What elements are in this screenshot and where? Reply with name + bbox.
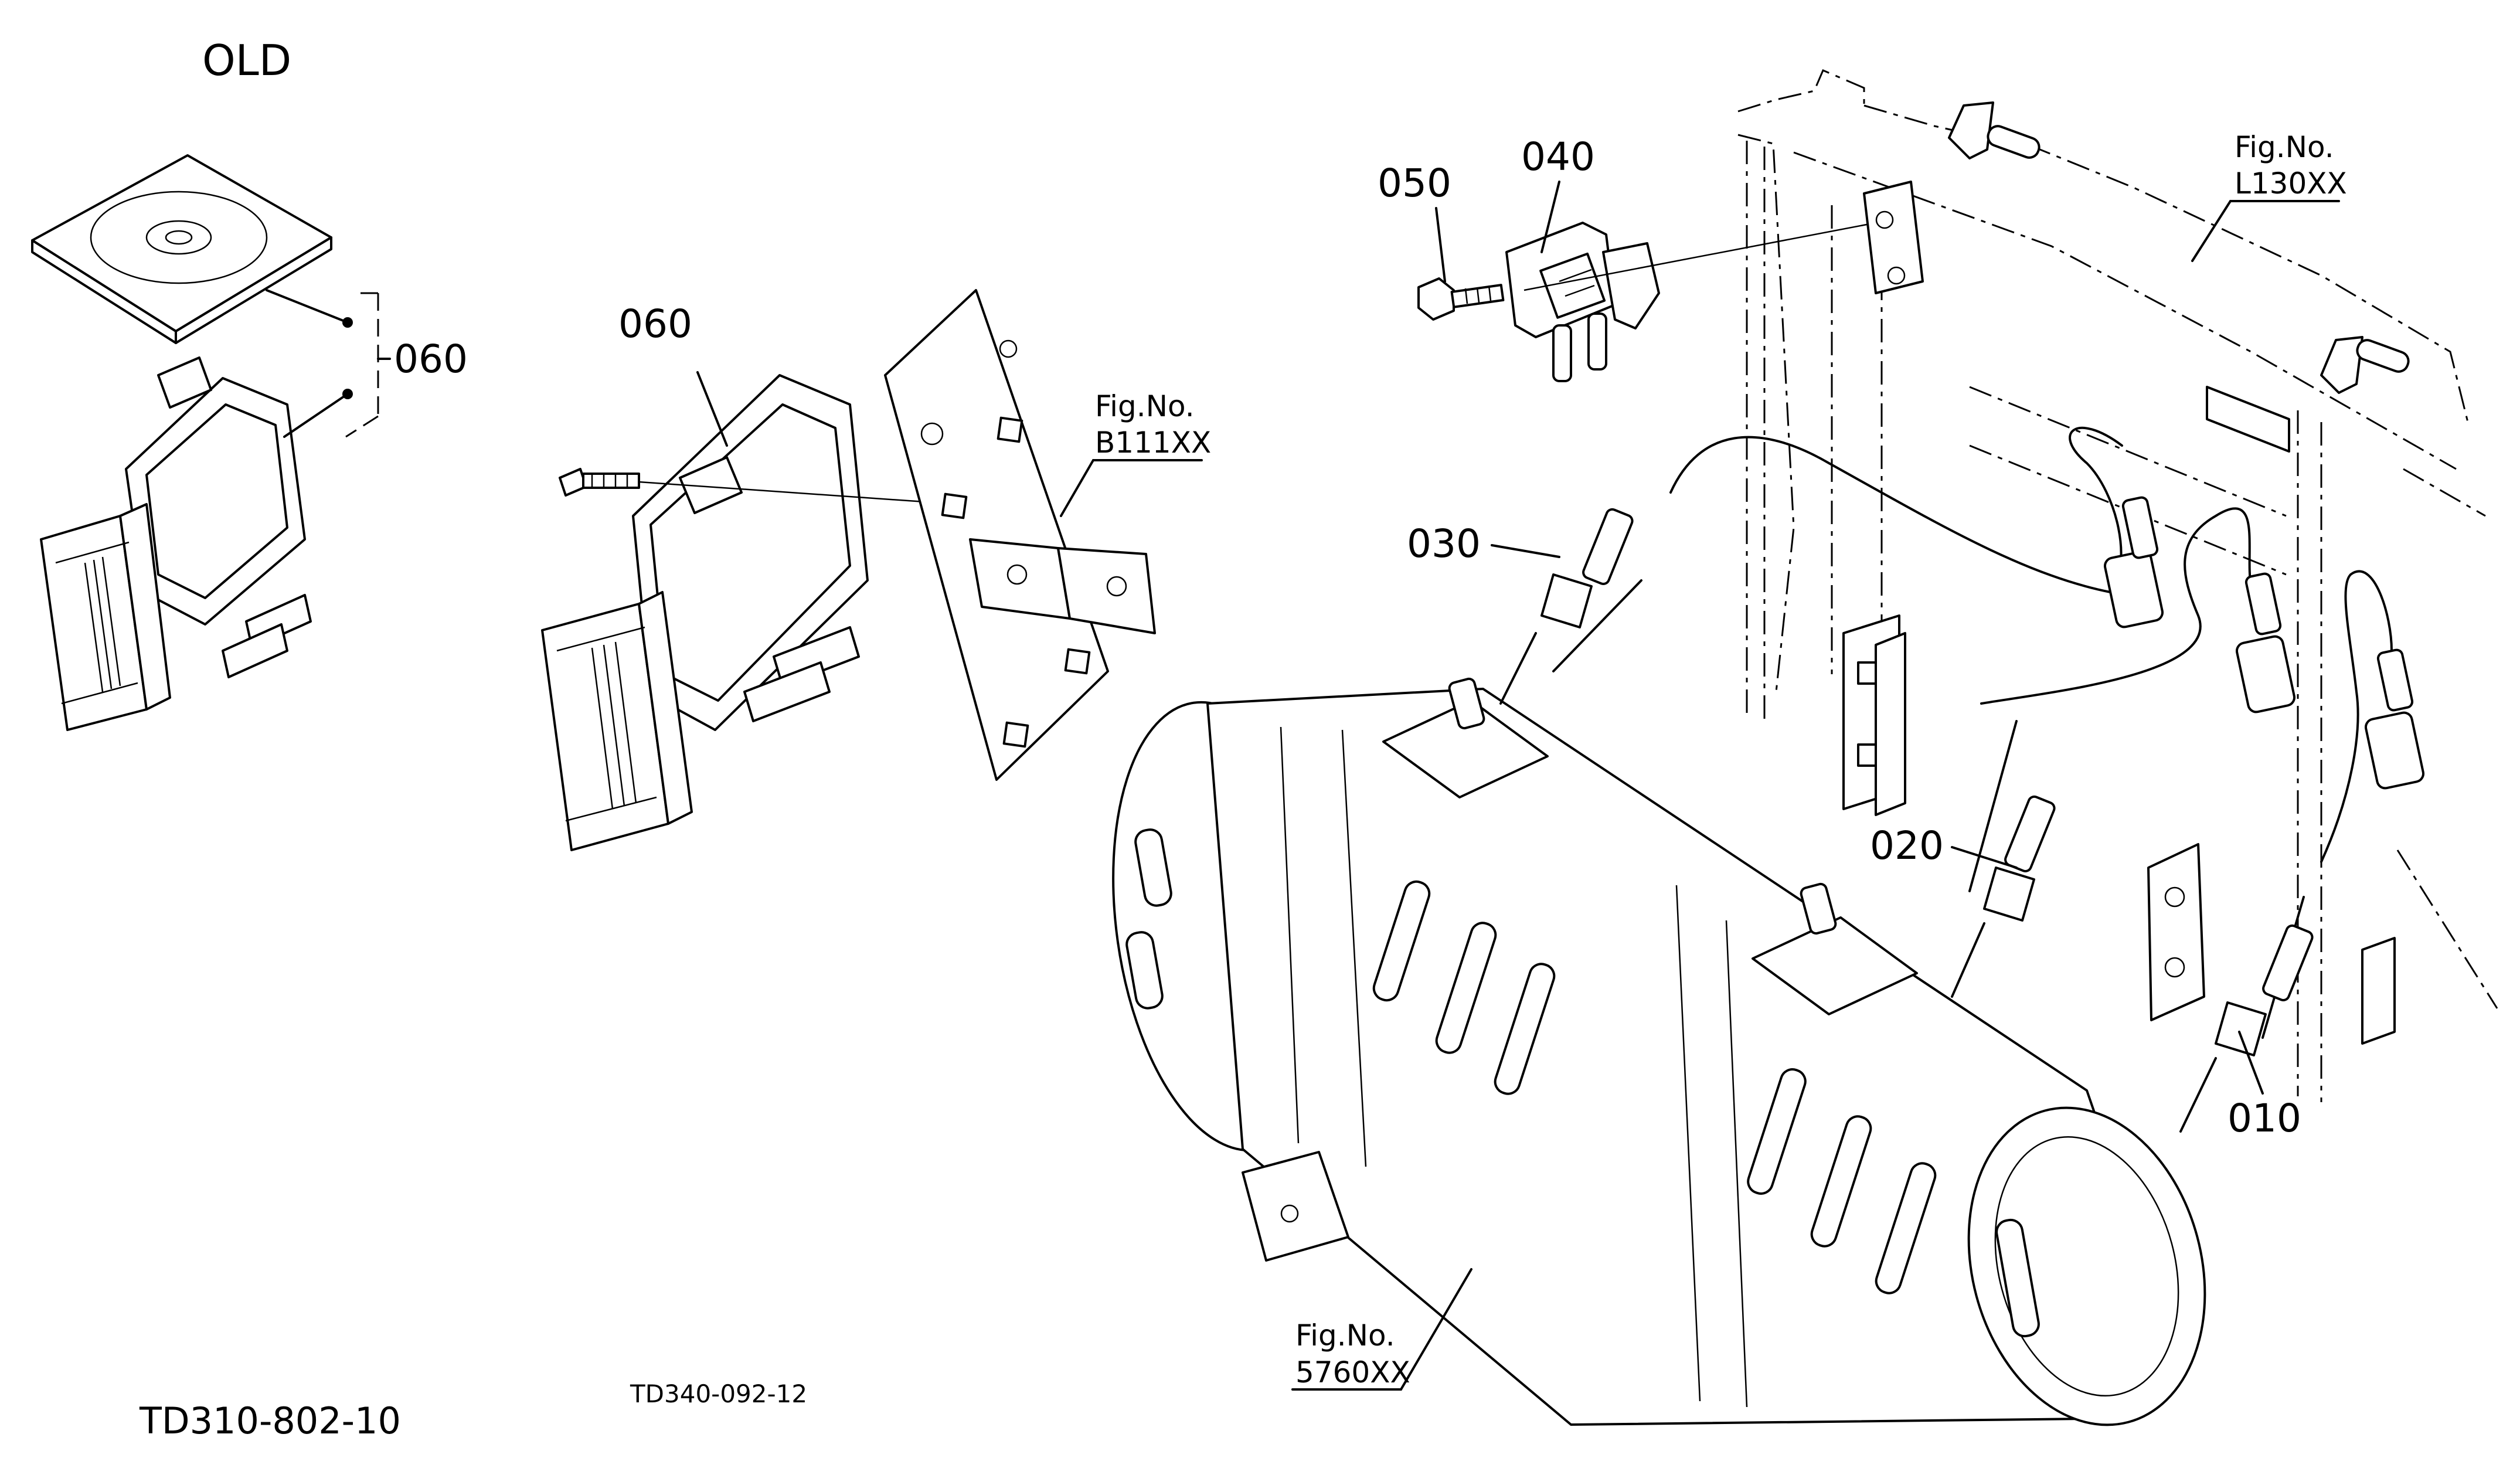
frame-hinge-pins [1948,101,2410,394]
ecu-mounting-bolt [559,468,959,505]
callout-010: 010 [2227,1096,2301,1141]
leader-fig-l130 [2191,200,2232,262]
callout-030: 030 [1407,521,1481,566]
fig-caption-l130: Fig.No. [2235,130,2334,164]
callout-040: 040 [1521,134,1595,179]
dpf-muffler [1112,688,2206,1426]
fig-ref-l130: L130XX [2235,166,2347,201]
vehicle-frame-rear [1737,69,2498,1102]
callout-050: 050 [1378,161,1451,206]
differential-pressure-sensor-040 [1505,222,1660,382]
diagram-code-left: TD310-802-10 [139,1399,401,1442]
leader-060 [696,371,728,447]
old-label: OLD [202,36,291,85]
fig-ref-b111: B111XX [1095,426,1211,460]
sensor-mount-line [1523,222,1876,291]
leader-040 [1540,181,1560,253]
leader-fig-5760 [1400,1268,1472,1391]
leader-020 [1951,846,2018,869]
fig-caption-5760: Fig.No. [1295,1319,1395,1353]
exhaust-temp-sensor-030 [1499,508,1634,705]
sensor-bracket-plate [1863,181,1924,294]
sensor-mount-plates [1842,386,2396,1045]
sensor-bosses [1448,677,1837,935]
callout-020: 020 [1870,823,1944,868]
fig-ref-5760: 5760XX [1295,1355,1410,1389]
hex-bolt-050 [1417,277,1505,321]
exhaust-temp-sensor-020 [1951,795,2056,998]
leader-030 [1491,544,1560,558]
old-software-cd [31,154,332,344]
ecu-unit [541,374,869,851]
callout-060: 060 [618,301,692,346]
ecu-mounting-bracket [884,289,1156,781]
leader-fig-b111 [1060,459,1094,517]
callout-060-old: 060 [394,337,468,382]
leader-050 [1435,207,1446,283]
fig-caption-b111: Fig.No. [1095,389,1195,423]
sensor-connectors [2104,496,2424,790]
exhaust-temp-sensor-010 [2179,924,2314,1133]
old-ecu-unit [40,356,312,731]
old-group-bracket [266,289,391,438]
leader-010 [2238,1031,2264,1095]
diagram-code-center: TD340-092-12 [630,1379,807,1408]
